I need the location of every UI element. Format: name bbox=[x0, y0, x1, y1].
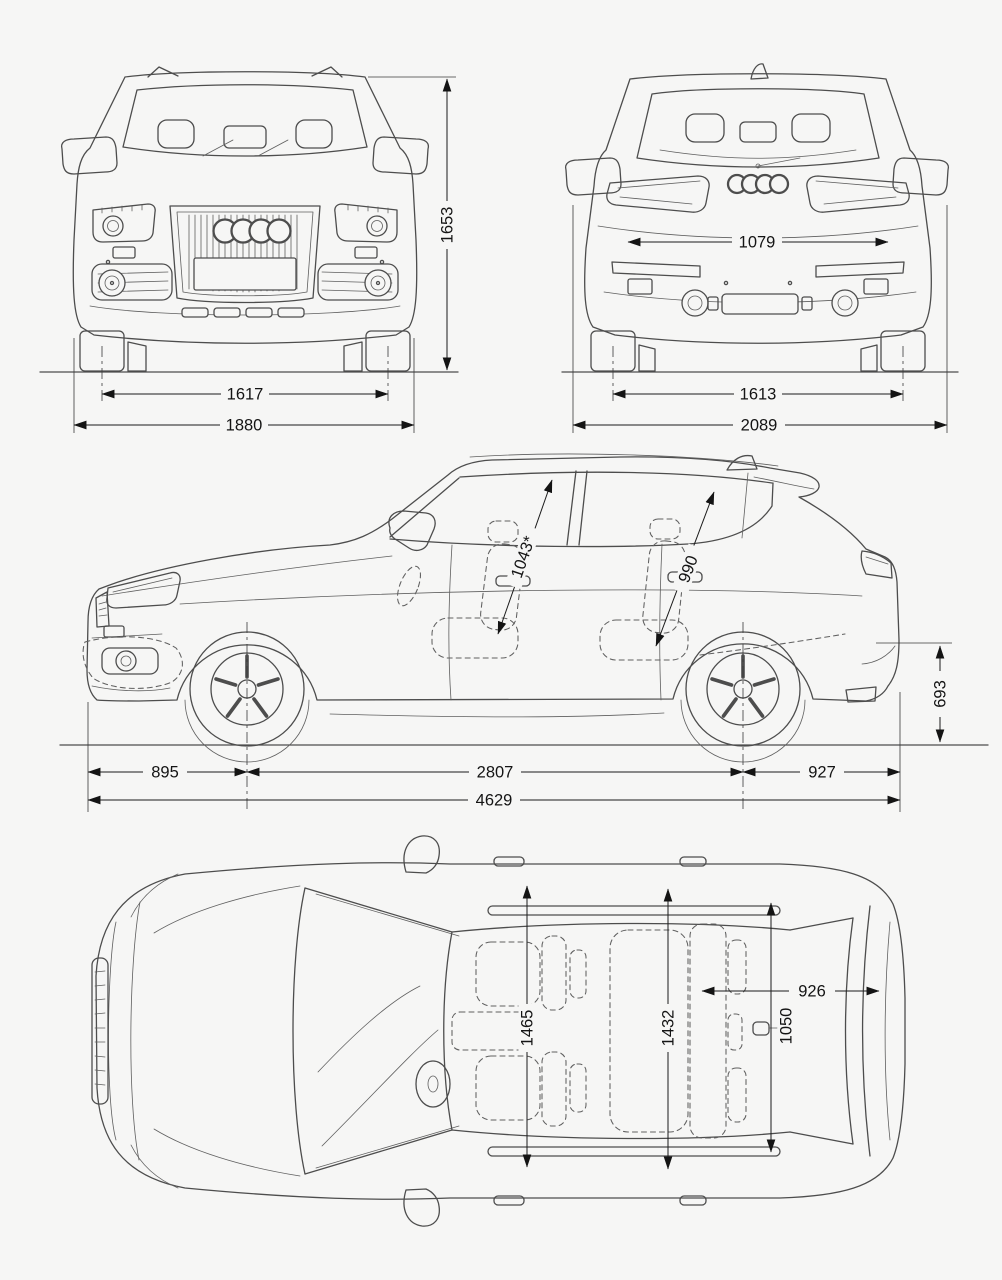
spoiler-underside bbox=[753, 476, 815, 490]
rear-view: 1079 1613 2089 bbox=[561, 63, 959, 435]
side-rear-bumper bbox=[845, 645, 896, 703]
side-front-bumper bbox=[91, 625, 171, 692]
rear-wiper bbox=[755, 157, 801, 169]
dim-rear-shoulder-label: 1432 bbox=[660, 1010, 678, 1047]
side-car-drawing bbox=[59, 453, 989, 763]
rear-license-plate bbox=[721, 293, 799, 315]
top-front-bumper bbox=[108, 873, 179, 1189]
top-right-mirror bbox=[403, 1188, 440, 1227]
side-body-outline bbox=[86, 456, 900, 702]
roof-rail bbox=[469, 453, 779, 467]
top-car-drawing bbox=[91, 835, 906, 1227]
side-glasshouse bbox=[389, 470, 774, 548]
rear-headrests bbox=[685, 113, 831, 143]
side-dimensions: 1043* 990 693 895 2807 927 bbox=[87, 479, 952, 812]
side-antenna-fin bbox=[726, 454, 758, 471]
top-roof bbox=[443, 856, 791, 1206]
front-windshield bbox=[122, 84, 368, 157]
dim-rear-overhang-label: 927 bbox=[808, 764, 836, 782]
dim-boot-width-label: 1050 bbox=[778, 1008, 796, 1045]
dim-overall-height-label: 1653 bbox=[439, 207, 457, 244]
left-exhaust bbox=[681, 289, 709, 317]
front-tow-covers bbox=[105, 246, 385, 265]
top-left-mirror bbox=[403, 835, 440, 874]
dim-load-height-label: 693 bbox=[932, 680, 950, 708]
rearview-mirror bbox=[223, 125, 267, 149]
side-door-lines bbox=[448, 543, 703, 701]
dim-rear-track-label: 1613 bbox=[740, 386, 777, 404]
dim-width-mirrors-label: 2089 bbox=[741, 417, 778, 435]
rear-body-outline bbox=[584, 73, 932, 344]
side-taillight bbox=[860, 550, 893, 579]
right-exhaust bbox=[831, 289, 859, 317]
side-headlight bbox=[106, 571, 181, 609]
rear-left-mirror bbox=[564, 157, 622, 196]
rear-window bbox=[636, 88, 880, 168]
roof-antenna-fin bbox=[750, 63, 769, 80]
dim-wheelbase-label: 2807 bbox=[477, 764, 514, 782]
top-body-outline bbox=[95, 862, 906, 1200]
dim-overall-length-label: 4629 bbox=[476, 792, 513, 810]
front-left-foglight bbox=[91, 263, 173, 301]
front-lower-bumper bbox=[89, 305, 401, 318]
rear-wheels bbox=[590, 330, 926, 372]
dim-front-overhang-label: 895 bbox=[151, 764, 179, 782]
dim-front-headroom-label: 1043* bbox=[508, 533, 539, 580]
dim-front-track-label: 1617 bbox=[227, 386, 264, 404]
side-nose-grille bbox=[95, 591, 110, 628]
front-dimensions: 1653 1617 1880 bbox=[73, 76, 457, 435]
right-roof-rail bbox=[487, 1146, 781, 1157]
top-dimensions: 1465 1432 1050 926 bbox=[518, 885, 880, 1170]
top-view: 1465 1432 1050 926 bbox=[91, 835, 906, 1227]
audi-rings-rear-icon bbox=[726, 173, 790, 195]
front-right-headlight bbox=[334, 203, 398, 243]
top-grille bbox=[91, 957, 109, 1105]
top-windshield bbox=[292, 887, 460, 1175]
side-view: 1043* 990 693 895 2807 927 bbox=[59, 453, 989, 812]
front-right-foglight bbox=[317, 263, 399, 301]
rear-car-drawing bbox=[561, 63, 959, 373]
audi-rings-icon bbox=[212, 218, 292, 244]
dim-body-width-label: 1880 bbox=[226, 417, 263, 435]
top-rear-window bbox=[789, 905, 891, 1157]
front-roof-rails bbox=[147, 66, 343, 78]
rear-dimensions: 1079 1613 2089 bbox=[572, 205, 948, 435]
front-grille bbox=[169, 205, 321, 304]
dim-tailgate-width-label: 1079 bbox=[739, 234, 776, 252]
front-license-plate bbox=[193, 257, 297, 291]
rear-right-taillight bbox=[806, 175, 910, 213]
side-mirror bbox=[388, 510, 436, 552]
front-body-outline bbox=[72, 71, 418, 344]
left-roof-rail bbox=[487, 905, 781, 916]
interior-dashed bbox=[82, 518, 846, 689]
dim-front-shoulder-label: 1465 bbox=[519, 1010, 537, 1047]
front-right-mirror bbox=[372, 136, 430, 175]
dim-rear-interior-width-label: 926 bbox=[798, 983, 826, 1001]
front-headrests bbox=[157, 119, 333, 149]
front-wheels bbox=[79, 330, 411, 372]
top-seats-dashed bbox=[451, 923, 747, 1139]
rear-left-taillight bbox=[606, 175, 710, 213]
front-left-mirror bbox=[60, 136, 118, 175]
steering-wheel bbox=[415, 1060, 451, 1108]
front-left-headlight bbox=[92, 203, 156, 243]
tailgate-handle bbox=[752, 1021, 778, 1036]
front-car-drawing bbox=[39, 66, 459, 373]
front-view: 1653 1617 1880 bbox=[39, 66, 459, 435]
front-wipers bbox=[202, 139, 289, 157]
rear-bumper-details bbox=[603, 261, 917, 317]
rear-right-mirror bbox=[892, 157, 950, 196]
